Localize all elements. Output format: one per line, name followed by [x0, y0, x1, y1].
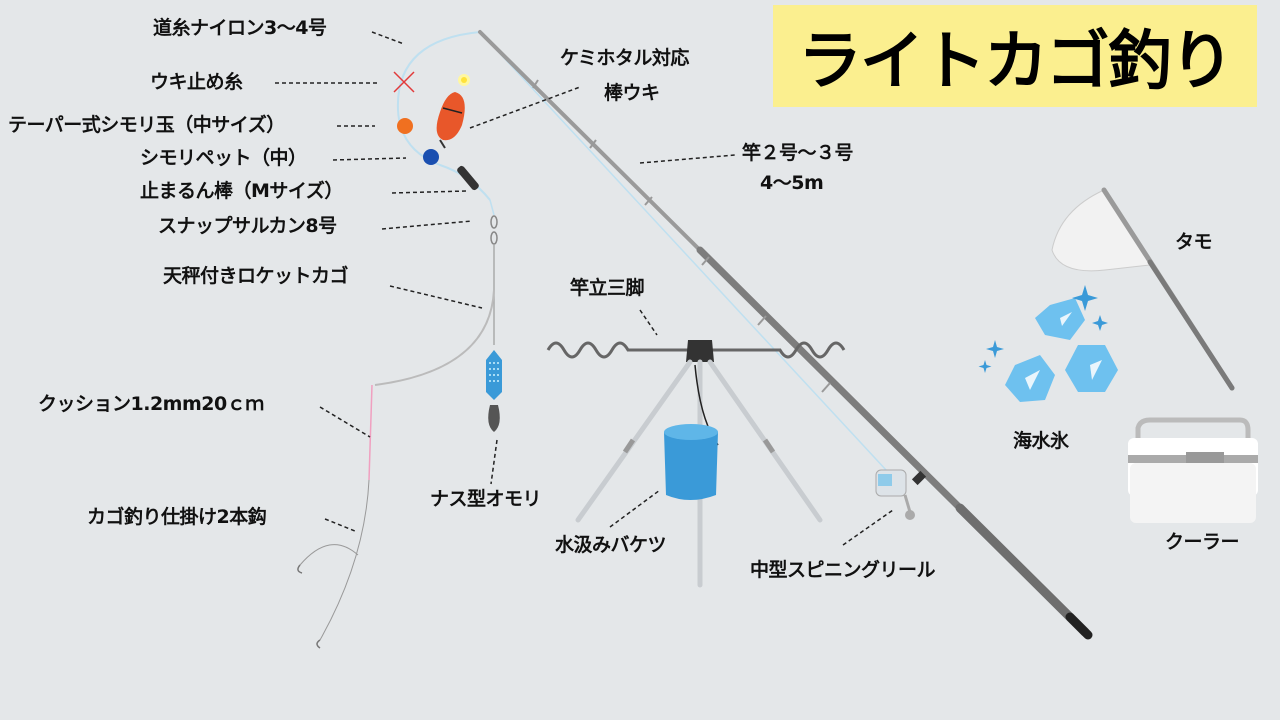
label-float-stop-thread: ウキ止め糸 — [150, 71, 243, 93]
cooler-box-icon — [1128, 417, 1258, 523]
label-cushion: クッション1.2mm20ｃｍ — [38, 393, 264, 415]
label-rod-stand: 竿立三脚 — [570, 277, 645, 299]
hook-icon — [297, 564, 303, 574]
page-title: ライトカゴ釣り — [798, 25, 1234, 99]
hook-icon-2 — [316, 639, 321, 649]
label-float-line2: 棒ウキ — [604, 82, 660, 104]
sea-ice-icon — [978, 285, 1118, 402]
label-taper-bead: テーパー式シモリ玉（中サイズ） — [8, 114, 285, 136]
snap-swivel-icon — [490, 215, 498, 245]
label-rod-line1: 竿２号〜３号 — [742, 142, 854, 164]
stopper-stick-icon — [457, 165, 479, 191]
label-main-line: 道糸ナイロン3〜4号 — [153, 17, 327, 39]
leader-lines — [275, 31, 894, 546]
stick-float-icon — [436, 74, 470, 149]
label-rig-hooks: カゴ釣り仕掛け2本鈎 — [87, 506, 267, 528]
tenbin-arm-icon — [374, 289, 495, 386]
fishing-rod-icon — [478, 30, 1093, 640]
bucket-icon — [664, 364, 719, 500]
sinker-icon — [488, 405, 500, 432]
float-stop-thread-icon — [393, 71, 415, 93]
label-bucket: 水汲みバケツ — [555, 534, 667, 556]
label-shimori-pet: シモリペット（中） — [140, 147, 307, 169]
label-float-line1: ケミホタル対応 — [560, 47, 689, 69]
rocket-basket-icon — [486, 350, 502, 400]
label-rocket-basket: 天秤付きロケットカゴ — [163, 265, 349, 287]
label-sinker: ナス型オモリ — [430, 488, 542, 510]
label-net: タモ — [1175, 231, 1213, 253]
label-reel: 中型スピニングリール — [750, 559, 936, 581]
label-stopper-stick: 止まるん棒（Mサイズ） — [140, 180, 343, 202]
shimori-pet-icon — [423, 149, 439, 165]
label-cooler: クーラー — [1165, 531, 1240, 553]
spinning-reel-icon — [875, 469, 927, 520]
fishing-line-to-reel — [479, 31, 901, 486]
hook-line-icon — [319, 479, 370, 641]
label-rod-line2: 4〜5m — [760, 172, 824, 194]
label-ice: 海水氷 — [1013, 430, 1069, 452]
landing-net-icon — [1051, 187, 1235, 391]
title-banner: ライトカゴ釣り — [773, 5, 1257, 107]
taper-bead-icon — [397, 118, 413, 134]
label-snap-swivel: スナップサルカン8号 — [158, 215, 337, 237]
